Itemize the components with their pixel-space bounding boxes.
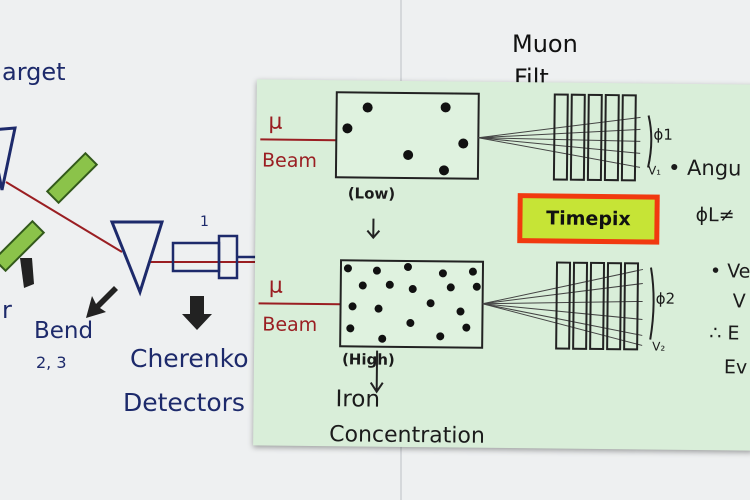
high-label: (High) [341,350,395,369]
r-label: r [2,296,12,324]
detector-plates-top [552,93,637,182]
mu-symbol-top: μ [268,109,283,135]
phi2-label: ϕ2 [655,289,676,308]
target-triangle [0,126,17,191]
sample-box-low [334,91,480,180]
rays-low [478,116,641,168]
muon-label: Muon [512,30,578,58]
phi1-label: ϕ1 [653,125,673,144]
rays-high [482,268,644,346]
paper-card: μ Beam (Low) μ Beam (High) Iron Concentr… [253,79,750,451]
scatter-dots-high [343,262,481,343]
arrow-bend [86,286,118,318]
timepix-box: Timepix [517,193,660,245]
magnet-bar-2 [0,219,46,273]
arrow-iron [369,350,384,394]
angle-bracket-top [647,115,653,168]
v1-label: V₁ [647,163,662,178]
detector-box-a [171,241,221,273]
muon-imaging-sketch [258,91,655,394]
cherenkov-triangle [109,220,165,297]
target-label: arget [2,58,66,86]
angle-bracket-bottom [649,267,655,340]
detector-number: 1 [200,214,209,230]
scatter-dots-low [342,102,469,176]
beam-line-bottom [258,302,341,306]
beam-line-upper [5,181,123,253]
bend-label: Bend [34,318,94,344]
angle-label: • Angu [667,155,742,181]
arrow-low-high [366,218,381,240]
beam-line-top [260,138,337,142]
bend-numbers: 2, 3 [36,353,67,372]
bullet-v-label: • Ve [709,260,750,283]
detector-box-b [217,234,239,280]
concentration-label: Concentration [329,422,485,449]
arrow-r [20,258,34,288]
mu-symbol-bottom: μ [268,273,283,299]
e-label: Ev [723,356,748,379]
sample-box-high [339,259,485,349]
therefore-label: ∴ E [709,322,740,345]
magnet-bar-1 [45,151,99,205]
v-label: V [732,290,746,313]
beam-label-top: Beam [261,149,318,173]
timepix-label: Timepix [522,198,655,240]
v2-label: V₂ [652,339,666,354]
cherenkov-label: Cherenko [130,344,249,373]
iron-label: Iron [335,386,381,413]
detector-plates-bottom [555,261,640,351]
detectors-label: Detectors [123,388,245,417]
low-label: (Low) [347,184,396,203]
phi-ne-label: ϕL≠ [695,203,735,227]
beam-label-bottom: Beam [262,313,318,337]
arrow-cherenkov [182,296,212,330]
